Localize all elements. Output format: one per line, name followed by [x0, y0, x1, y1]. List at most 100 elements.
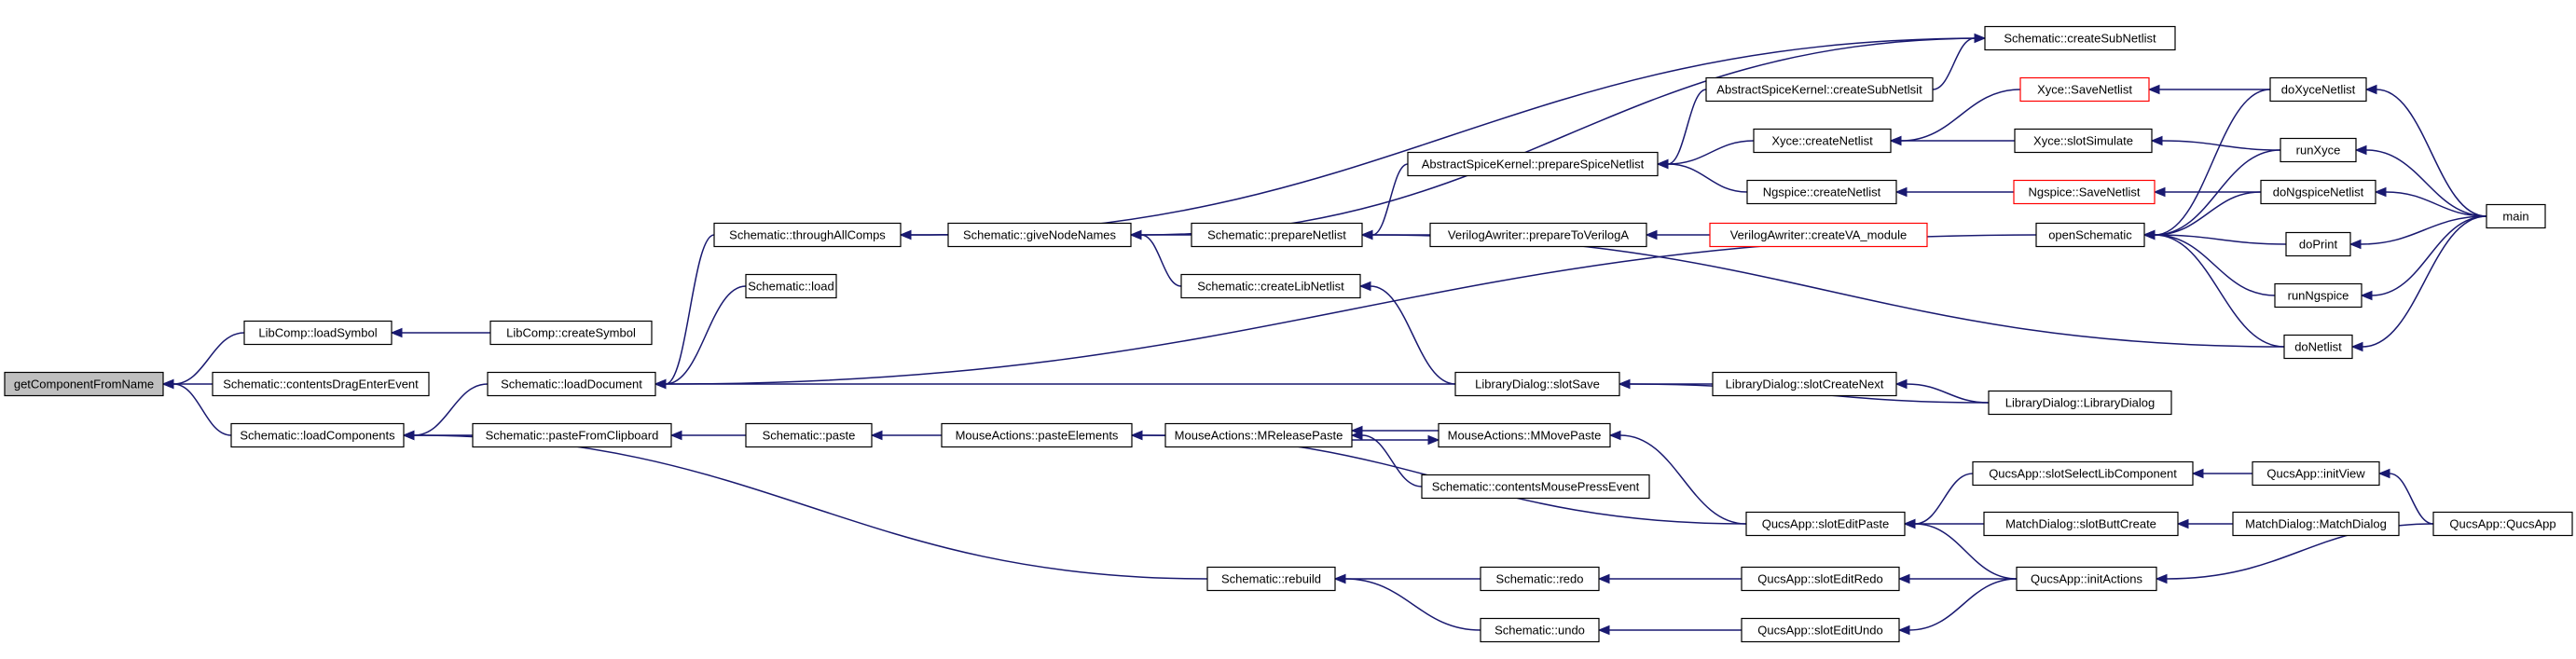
- node-match-dialog-match-dialog[interactable]: MatchDialog::MatchDialog: [2232, 511, 2400, 537]
- node-library-dialog-library-dialog[interactable]: LibraryDialog::LibraryDialog: [1988, 390, 2172, 416]
- node-schematic-create-sub-netlist[interactable]: Schematic::createSubNetlist: [1984, 25, 2176, 51]
- node-open-schematic[interactable]: openSchematic: [2035, 222, 2145, 248]
- node-schematic-rebuild[interactable]: Schematic::rebuild: [1206, 566, 1336, 592]
- node-schematic-load-components[interactable]: Schematic::loadComponents: [230, 422, 405, 448]
- edge-line: [1932, 37, 1976, 90]
- edge-arrowhead: [1645, 229, 1658, 240]
- node-label: doPrint: [2299, 238, 2338, 252]
- edge-main-to-do-netlist: [2350, 215, 2487, 352]
- node-qucs-app-slot-select-lib-component[interactable]: QucsApp::slotSelectLibComponent: [1972, 460, 2194, 487]
- node-qucs-app-init-view[interactable]: QucsApp::initView: [2252, 460, 2380, 487]
- edge-line: [2360, 215, 2487, 245]
- node-label: MouseActions::MMovePaste: [1448, 429, 1602, 443]
- edge-schematic-load-to-schematic-load-document: [654, 285, 747, 390]
- edge-line: [1914, 473, 1974, 525]
- node-box: [1705, 76, 1934, 103]
- edge-arrowhead: [654, 378, 667, 390]
- node-schematic-redo[interactable]: Schematic::redo: [1480, 566, 1600, 592]
- node-library-dialog-slot-create-next[interactable]: LibraryDialog::slotCreateNext: [1712, 371, 1897, 397]
- node-box: [1480, 617, 1600, 643]
- node-box: [1421, 474, 1650, 500]
- node-abstract-spice-kernel-create-sub-netlsit[interactable]: AbstractSpiceKernel::createSubNetlsit: [1705, 76, 1934, 103]
- edge-arrowhead: [402, 430, 415, 441]
- edge-arrowhead: [1360, 229, 1373, 240]
- node-schematic-load[interactable]: Schematic::load: [745, 273, 837, 299]
- edge-arrowhead: [2176, 518, 2189, 529]
- node-ngspice-save-netlist[interactable]: Ngspice::SaveNetlist: [2013, 179, 2156, 205]
- node-box: [1972, 460, 2194, 487]
- edge-qucs-app-init-view-to-qucs-app-slot-select-lib-component: [2191, 468, 2252, 479]
- node-qucs-app-slot-edit-undo[interactable]: QucsApp::slotEditUndo: [1741, 617, 1900, 643]
- node-do-netlist[interactable]: doNetlist: [2283, 334, 2353, 360]
- node-schematic-give-node-names[interactable]: Schematic::giveNodeNames: [947, 222, 1132, 248]
- node-box: [713, 222, 902, 248]
- edge-line: [1344, 578, 1481, 631]
- node-label: QucsApp::slotEditPaste: [1762, 517, 1890, 531]
- edge-ngspice-save-netlist-to-ngspice-create-netlist: [1894, 186, 2014, 198]
- edge-arrowhead: [2374, 186, 2387, 198]
- node-qucs-app-qucs-app[interactable]: QucsApp::QucsApp: [2432, 511, 2573, 537]
- edge-arrowhead: [1618, 378, 1631, 390]
- node-xyce-slot-simulate[interactable]: Xyce::slotSimulate: [2014, 128, 2153, 154]
- node-box: [1745, 511, 1906, 537]
- node-box: [2283, 334, 2353, 360]
- node-main[interactable]: main: [2486, 203, 2546, 229]
- edge-line: [413, 383, 489, 436]
- node-schematic-undo[interactable]: Schematic::undo: [1480, 617, 1600, 643]
- node-abstract-spice-kernel-prepare-spice-netlist[interactable]: AbstractSpiceKernel::prepareSpiceNetlist: [1407, 151, 1659, 177]
- node-schematic-through-all-comps[interactable]: Schematic::throughAllComps: [713, 222, 902, 248]
- node-schematic-paste-from-clipboard[interactable]: Schematic::pasteFromClipboard: [472, 422, 672, 448]
- node-qucs-app-slot-edit-redo[interactable]: QucsApp::slotEditRedo: [1741, 566, 1900, 592]
- node-match-dialog-slot-butt-create[interactable]: MatchDialog::slotButtCreate: [1983, 511, 2179, 537]
- node-run-ngspice[interactable]: runNgspice: [2274, 282, 2362, 309]
- edge-qucs-app-qucs-app-to-qucs-app-init-view: [2377, 468, 2434, 525]
- node-do-ngspice-netlist[interactable]: doNgspiceNetlist: [2260, 179, 2376, 205]
- node-lib-comp-load-symbol[interactable]: LibComp::loadSymbol: [243, 320, 393, 346]
- node-box: [2269, 76, 2367, 103]
- node-label: doXyceNetlist: [2281, 83, 2356, 97]
- node-xyce-create-netlist[interactable]: Xyce::createNetlist: [1753, 128, 1892, 154]
- node-label: VerilogAwriter::createVA_module: [1730, 228, 1908, 242]
- node-mouse-actions-mrelease-paste[interactable]: MouseActions::MReleasePaste: [1164, 422, 1353, 448]
- edge-line: [2161, 140, 2281, 151]
- node-schematic-load-document[interactable]: Schematic::loadDocument: [487, 371, 656, 397]
- edge-line: [2154, 234, 2285, 348]
- node-mouse-actions-paste-elements[interactable]: MouseActions::pasteElements: [941, 422, 1133, 448]
- node-lib-comp-create-symbol[interactable]: LibComp::createSymbol: [489, 320, 653, 346]
- node-do-xyce-netlist[interactable]: doXyceNetlist: [2269, 76, 2367, 103]
- edge-schematic-contents-mouse-press-event-to-mouse-actions-mrelease-paste: [1350, 430, 1423, 487]
- edge-arrowhead: [2147, 84, 2160, 95]
- node-ngspice-create-netlist[interactable]: Ngspice::createNetlist: [1746, 179, 1897, 205]
- node-verilog-awriter-create-va-module[interactable]: VerilogAwriter::createVA_module: [1709, 222, 1928, 248]
- node-verilog-awriter-prepare-to-verilog-a[interactable]: VerilogAwriter::prepareToVerilogA: [1429, 222, 1647, 248]
- edge-qucs-app-init-actions-to-qucs-app-slot-edit-paste: [1903, 518, 2018, 580]
- edge-arrowhead: [1608, 430, 1621, 441]
- node-qucs-app-init-actions[interactable]: QucsApp::initActions: [2016, 566, 2157, 592]
- node-xyce-save-netlist[interactable]: Xyce::SaveNetlist: [2019, 76, 2150, 103]
- node-box: [2432, 511, 2573, 537]
- node-run-xyce[interactable]: runXyce: [2280, 137, 2357, 163]
- node-schematic-create-lib-netlist[interactable]: Schematic::createLibNetlist: [1180, 273, 1361, 299]
- edge-schematic-undo-to-schematic-rebuild: [1333, 573, 1481, 631]
- node-label: QucsApp::initView: [2266, 467, 2365, 481]
- node-box: [1741, 617, 1900, 643]
- node-get-component-from-name[interactable]: getComponentFromName: [4, 371, 164, 397]
- node-schematic-contents-mouse-press-event[interactable]: Schematic::contentsMousePressEvent: [1421, 474, 1650, 500]
- node-label: openSchematic: [2048, 228, 2132, 242]
- node-schematic-contents-drag-enter-event[interactable]: Schematic::contentsDragEnterEvent: [212, 371, 430, 397]
- node-library-dialog-slot-save[interactable]: LibraryDialog::slotSave: [1454, 371, 1620, 397]
- node-schematic-paste[interactable]: Schematic::paste: [745, 422, 873, 448]
- node-schematic-prepare-netlist[interactable]: Schematic::prepareNetlist: [1191, 222, 1363, 248]
- edge-arrowhead: [2354, 144, 2367, 156]
- node-label: QucsApp::slotEditRedo: [1757, 572, 1882, 586]
- node-qucs-app-slot-edit-paste[interactable]: QucsApp::slotEditPaste: [1745, 511, 1906, 537]
- node-label: Schematic::loadComponents: [240, 429, 395, 443]
- node-mouse-actions-mmove-paste[interactable]: MouseActions::MMovePaste: [1438, 422, 1611, 448]
- edge-line: [2154, 89, 2271, 236]
- edge-arrowhead: [1597, 573, 1610, 584]
- node-do-print[interactable]: doPrint: [2285, 231, 2351, 257]
- node-box: [2274, 282, 2362, 309]
- edge-line: [665, 234, 2037, 385]
- edge-line: [1906, 383, 1990, 404]
